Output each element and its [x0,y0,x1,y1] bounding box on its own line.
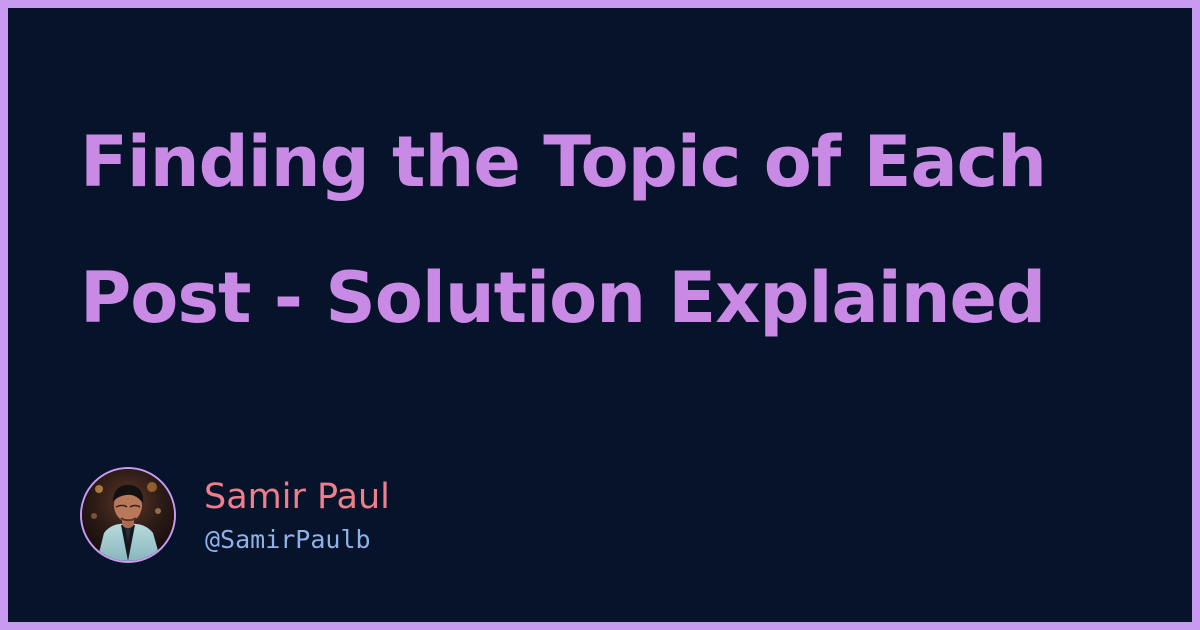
author-avatar [80,467,176,563]
post-title-line-2: Post - Solution Explained [80,257,1046,339]
author-photo-icon [82,469,174,561]
post-title-line-1: Finding the Topic of Each [80,121,1047,203]
author-name: Samir Paul [204,477,390,517]
post-title: Finding the Topic of Each Post - Solutio… [80,94,1160,366]
author-handle: @SamirPaulb [205,525,371,554]
